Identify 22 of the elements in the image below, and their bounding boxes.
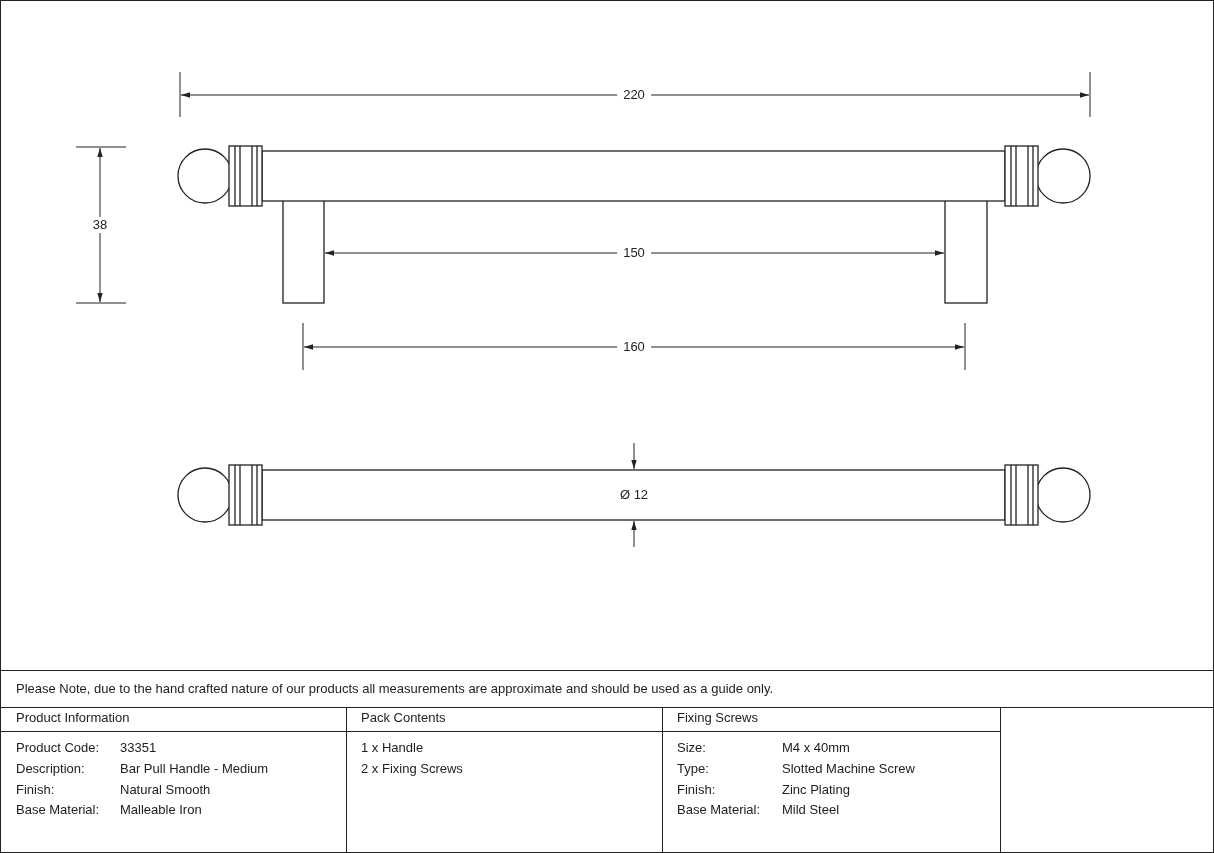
spec-value: 33351 <box>120 740 157 756</box>
spec-label: Description: <box>16 761 85 777</box>
note-text: Please Note, due to the hand crafted nature of our products all measurements are approximate and should be used as a guide only. <box>16 681 774 697</box>
spec-label: Finish: <box>677 782 716 798</box>
spec-value: Slotted Machine Screw <box>782 761 915 777</box>
spec-value: Natural Smooth <box>120 782 211 798</box>
spec-label: Base Material: <box>677 802 761 818</box>
spec-value: 1 x Handle <box>361 740 424 756</box>
spec-value: Zinc Plating <box>782 782 850 798</box>
spec-label: Finish: <box>16 782 55 798</box>
column-heading: Product Information <box>16 710 130 726</box>
spec-label: Type: <box>677 761 709 777</box>
column-heading: Pack Contents <box>361 710 446 726</box>
spec-value: Bar Pull Handle - Medium <box>120 761 269 777</box>
spec-label: Size: <box>677 740 706 756</box>
spec-value: M4 x 40mm <box>782 740 850 756</box>
spec-label: Base Material: <box>16 802 100 818</box>
spec-value: Mild Steel <box>782 802 840 818</box>
spec-value: 2 x Fixing Screws <box>361 761 463 777</box>
spec-value: Malleable Iron <box>120 802 202 818</box>
spec-label: Product Code: <box>16 740 100 756</box>
column-heading: Fixing Screws <box>677 710 758 726</box>
